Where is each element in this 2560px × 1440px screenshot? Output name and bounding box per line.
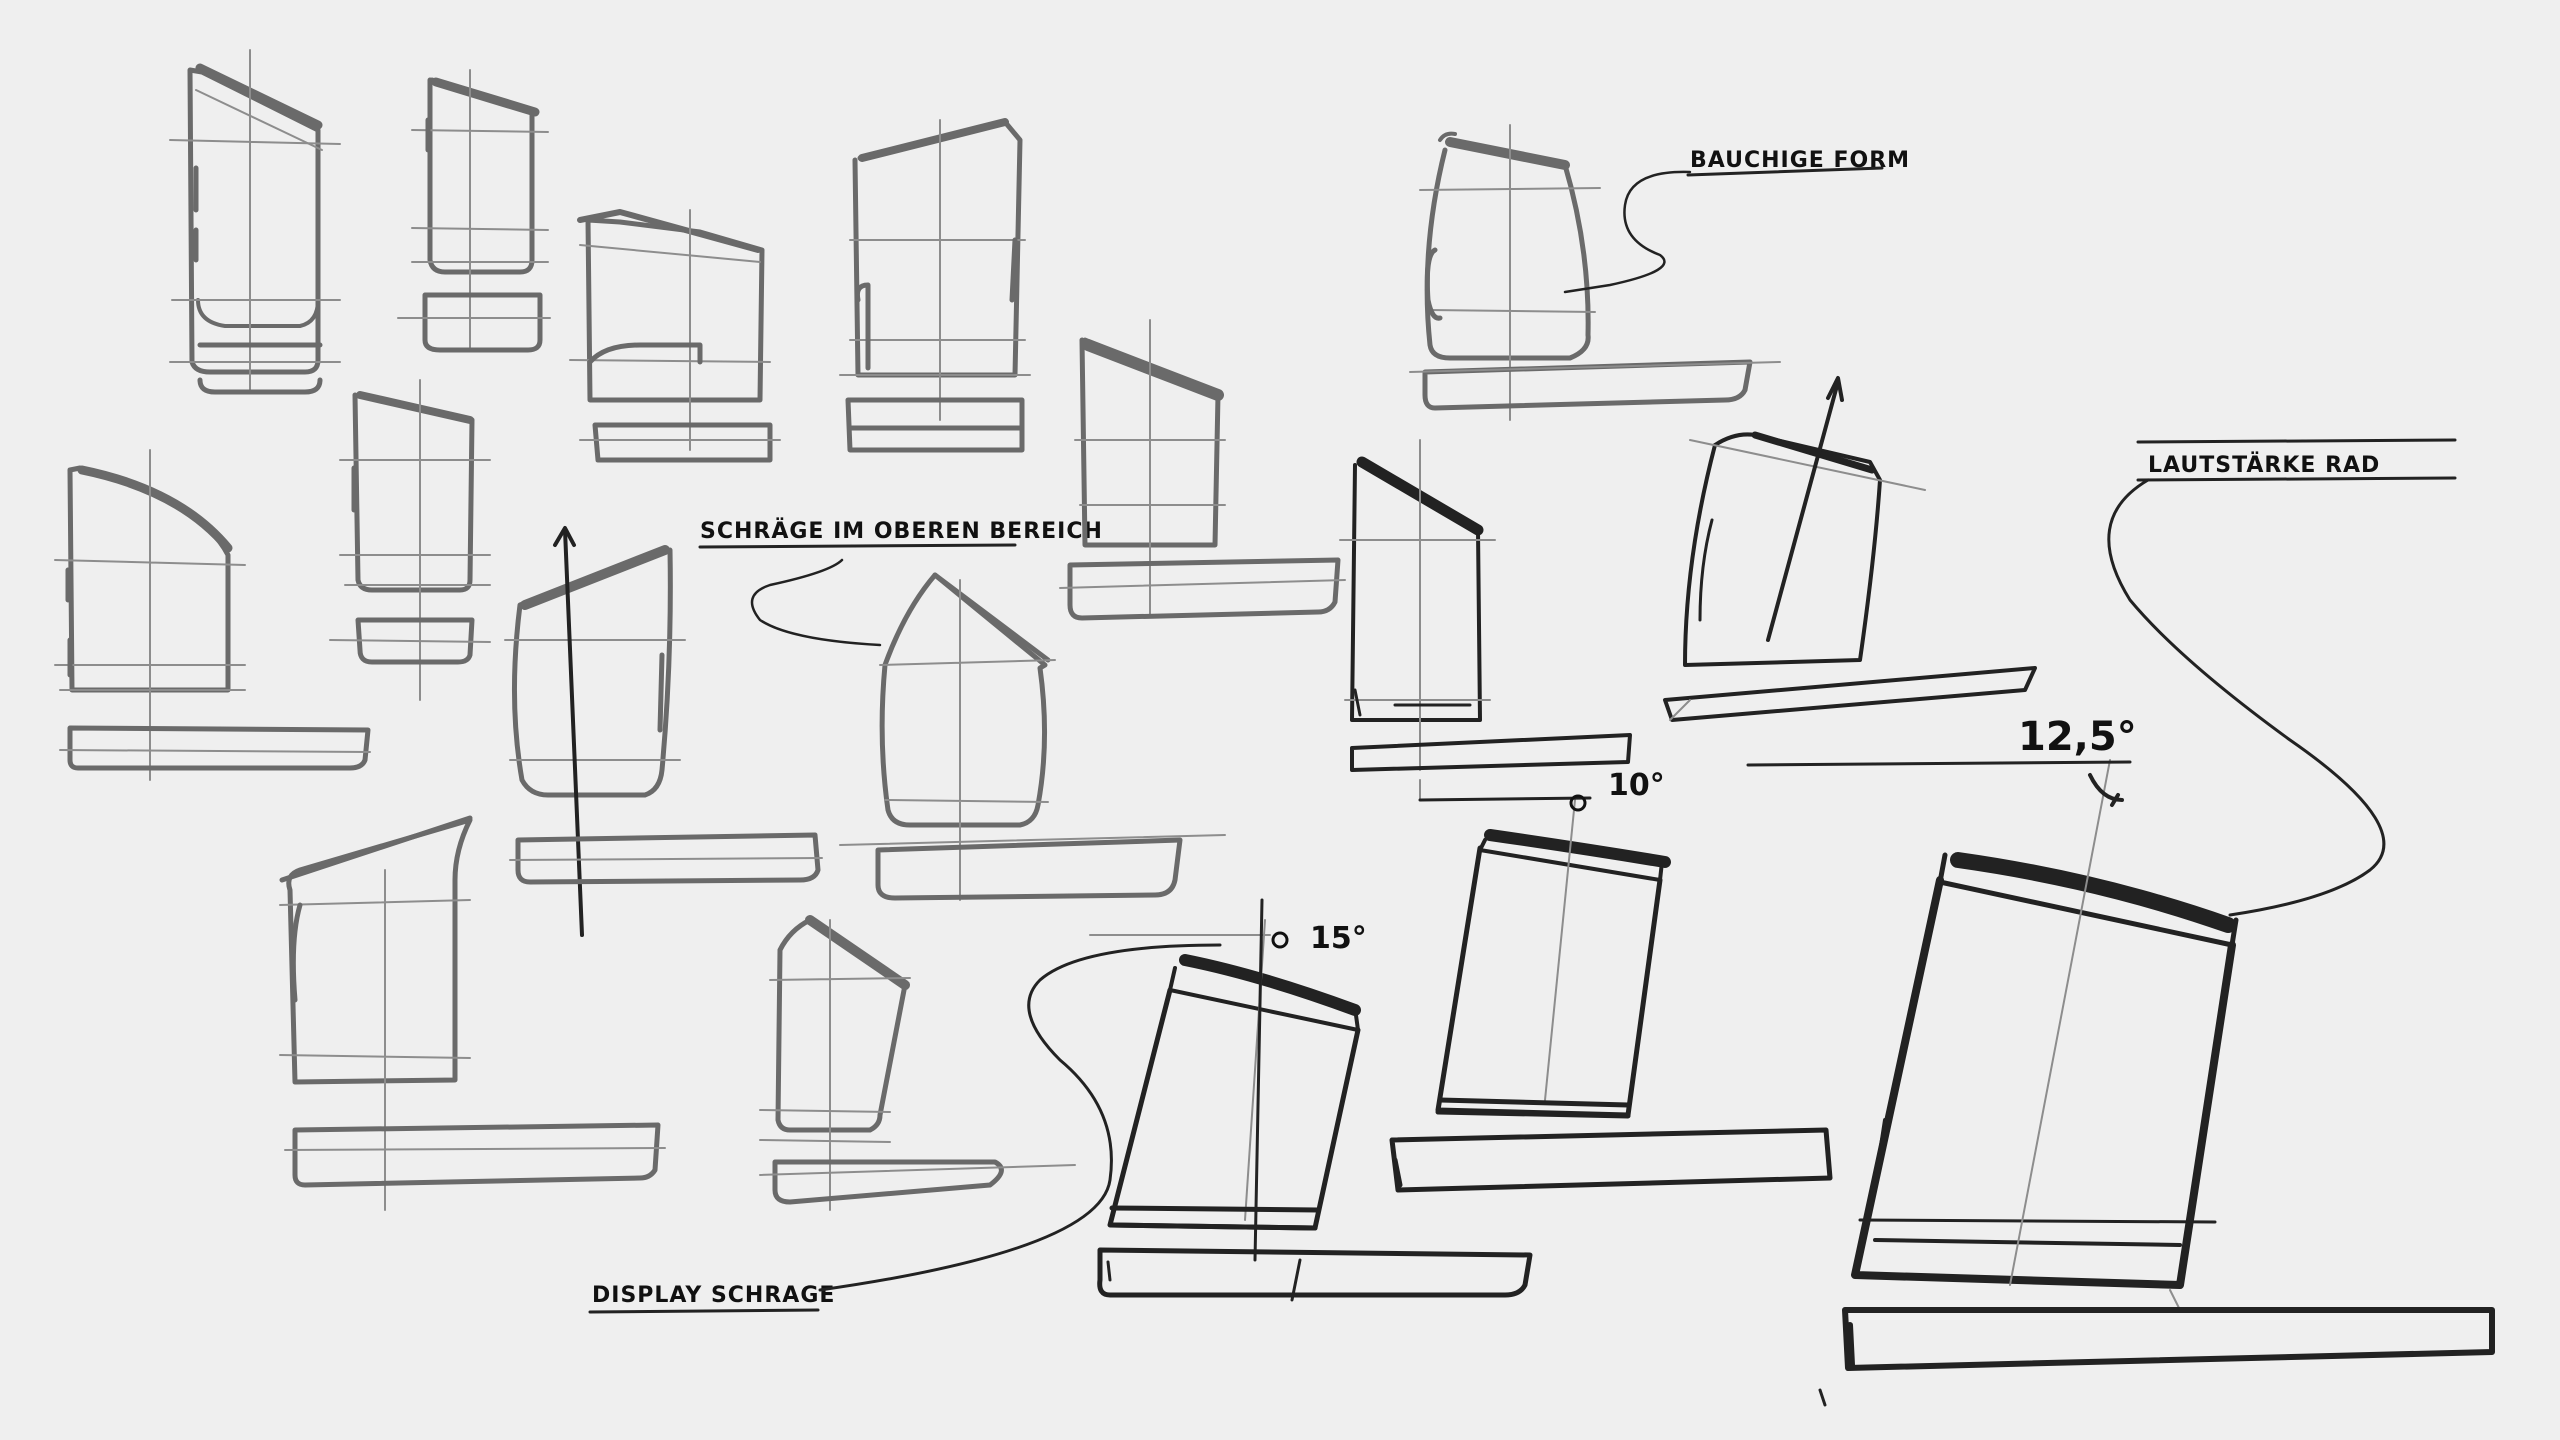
note-display-schraege: DISPLAY SCHRAGE bbox=[588, 943, 1222, 1314]
sketch-device-1 bbox=[169, 49, 341, 395]
sketch-device-9 bbox=[1059, 319, 1346, 621]
sketch-device-10deg: 10° bbox=[1389, 768, 1833, 1193]
sketch-device-6 bbox=[329, 379, 491, 701]
sketch-device-7 bbox=[504, 526, 823, 937]
sketch-device-13 bbox=[759, 915, 1076, 1211]
sketch-device-15deg: 15° bbox=[1089, 898, 1533, 1302]
note-schraege-oben: SCHRÄGE IM OBEREN BEREICH bbox=[698, 518, 1103, 647]
sketch-device-10 bbox=[1339, 439, 1632, 801]
note-schraege-oben-text: SCHRÄGE IM OBEREN BEREICH bbox=[700, 518, 1103, 544]
sketch-device-3 bbox=[569, 209, 781, 463]
sketch-device-4 bbox=[839, 118, 1031, 453]
sketch-device-11 bbox=[1663, 376, 2037, 722]
angle-10-label: 10° bbox=[1608, 768, 1665, 803]
note-lautstaerke-rad: LAUTSTÄRKE RAD bbox=[2107, 438, 2457, 917]
sketch-device-12 bbox=[279, 815, 666, 1211]
angle-15-label: 15° bbox=[1310, 921, 1367, 956]
note-bauchige-form: BAUCHIGE FORM bbox=[1563, 148, 1909, 294]
sketch-device-12-5deg: 12,5° bbox=[1746, 714, 2495, 1407]
note-display-schraege-text: DISPLAY SCHRAGE bbox=[592, 1283, 835, 1308]
note-lautstaerke-rad-text: LAUTSTÄRKE RAD bbox=[2148, 452, 2380, 478]
angle-12-5-label: 12,5° bbox=[2018, 714, 2137, 760]
sketch-device-5 bbox=[54, 449, 371, 781]
sketch-device-2 bbox=[397, 69, 551, 353]
sketch-device-bauchig bbox=[1409, 124, 1781, 421]
sketch-device-8 bbox=[839, 572, 1226, 901]
